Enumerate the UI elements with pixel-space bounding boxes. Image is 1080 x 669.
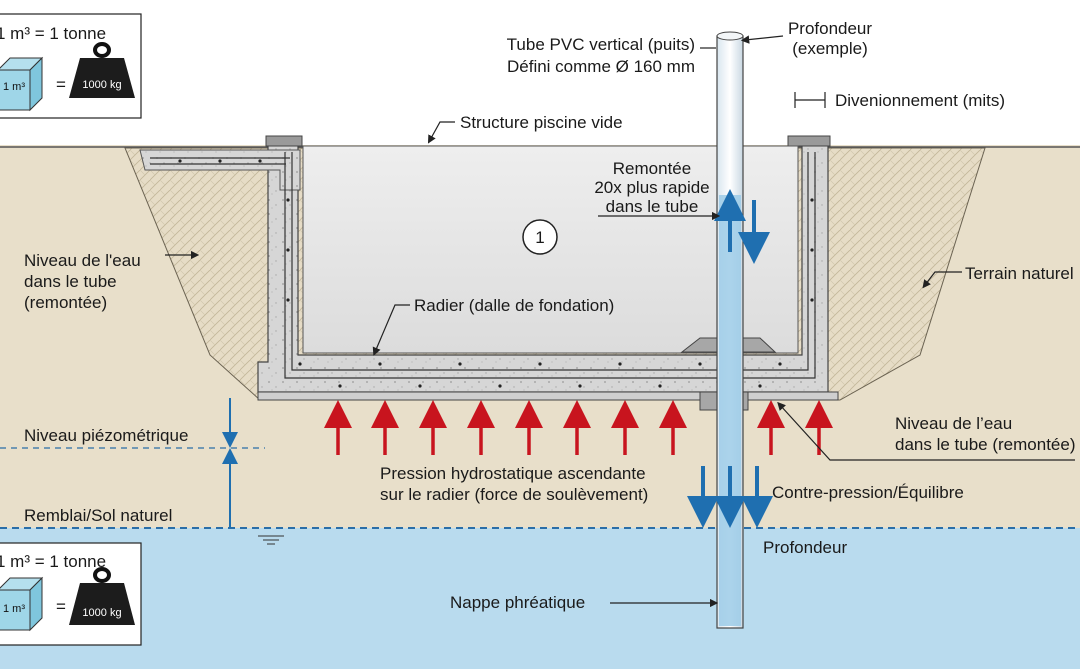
contre-pression-label: Contre-pression/Équilibre bbox=[772, 483, 964, 502]
profondeur-top-2: (exemple) bbox=[792, 39, 868, 58]
tube-water bbox=[719, 195, 741, 626]
terrain-label: Terrain naturel bbox=[965, 264, 1074, 283]
legend-bottom-equals: = bbox=[56, 597, 66, 616]
remblai-label: Remblai/Sol naturel bbox=[24, 506, 172, 525]
pression-label-2: sur le radier (force de soulèvement) bbox=[380, 485, 648, 504]
remontee-1: Remontée bbox=[613, 159, 691, 178]
uplift-arrows bbox=[324, 400, 833, 455]
profondeur-top-1: Profondeur bbox=[788, 19, 872, 38]
water-level-symbol bbox=[258, 535, 284, 545]
legend-top-equation: 1 m³ = 1 tonne bbox=[0, 24, 106, 43]
dimensionnement-label: Divenionnement (mits) bbox=[835, 91, 1005, 110]
piezometrique-label: Niveau piézométrique bbox=[24, 426, 188, 445]
niveau-right-1: Niveau de l’eau bbox=[895, 414, 1012, 433]
weight-icon bbox=[69, 42, 135, 98]
weight-icon bbox=[69, 567, 135, 625]
niveau-left-3: (remontée) bbox=[24, 293, 107, 312]
niveau-left-2: dans le tube bbox=[24, 272, 117, 291]
cube-icon bbox=[0, 576, 44, 632]
remontee-3: dans le tube bbox=[606, 197, 699, 216]
nappe-label: Nappe phréatique bbox=[450, 593, 585, 612]
legend-top: 1 m³ = 1 tonne 1 m³ = 1000 kg bbox=[0, 13, 142, 119]
pvc-tube-top bbox=[716, 31, 744, 41]
cube-icon bbox=[0, 56, 44, 112]
coping-right bbox=[787, 135, 831, 147]
niveau-right-2: dans le tube (remontée) bbox=[895, 435, 1076, 454]
tube-pvc-label-1: Tube PVC vertical (puits) bbox=[507, 35, 695, 54]
legend-bottom: 1 m³ = 1 tonne 1 m³ = 1000 kg bbox=[0, 542, 142, 646]
profondeur-bottom-label: Profondeur bbox=[763, 538, 847, 557]
lower-slab bbox=[257, 391, 839, 401]
tube-pvc-label-2: Défini comme Ø 160 mm bbox=[507, 57, 695, 76]
rebar-dots bbox=[178, 159, 814, 388]
basin-number-circle bbox=[522, 219, 558, 255]
legend-bottom-equation: 1 m³ = 1 tonne bbox=[0, 552, 106, 571]
basin-number: 1 bbox=[535, 228, 544, 247]
rebar bbox=[150, 152, 816, 379]
legend-top-equals: = bbox=[56, 75, 66, 94]
legend-bottom-cube-label: 1 m³ bbox=[3, 603, 25, 615]
radier-label: Radier (dalle de fondation) bbox=[414, 296, 614, 315]
legend-bottom-weight-label: 1000 kg bbox=[82, 607, 121, 619]
legend-top-cube-label: 1 m³ bbox=[3, 81, 25, 93]
structure-label: Structure piscine vide bbox=[460, 113, 623, 132]
water-table bbox=[0, 528, 1080, 669]
remontee-2: 20x plus rapide bbox=[594, 178, 709, 197]
pression-label-1: Pression hydrostatique ascendante bbox=[380, 464, 646, 483]
flow-arrows bbox=[687, 189, 773, 528]
niveau-left-1: Niveau de l'eau bbox=[24, 251, 141, 270]
coping-left bbox=[265, 135, 303, 147]
leader-lines bbox=[165, 35, 1075, 608]
legend-top-weight-label: 1000 kg bbox=[82, 79, 121, 91]
